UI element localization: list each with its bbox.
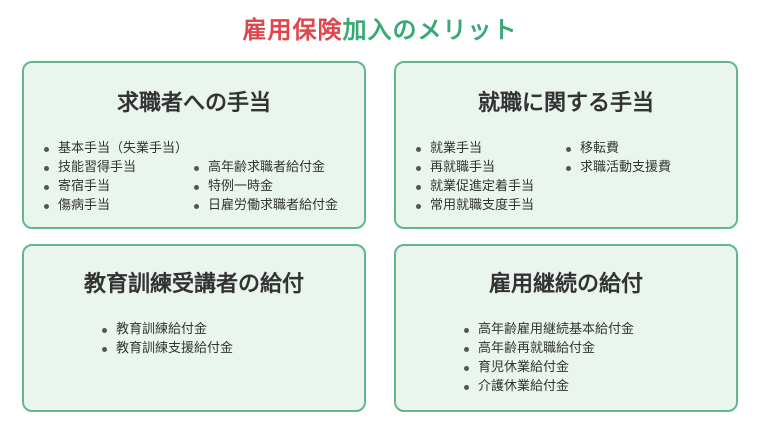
- item-list-left: 就業手当 再就職手当 就業促進定着手当 常用就職支度手当: [414, 139, 534, 215]
- list-item: 常用就職支度手当: [414, 196, 534, 215]
- card-heading: 雇用継続の給付: [488, 272, 643, 297]
- list-item: 再就職手当: [414, 158, 534, 177]
- list-item: 介護休業給付金: [462, 377, 634, 396]
- list-item: 高年齢雇用継続基本給付金: [462, 320, 634, 339]
- list-item: 特例一時金: [192, 177, 338, 196]
- item-list: 高年齢雇用継続基本給付金 高年齢再就職給付金 育児休業給付金 介護休業給付金: [462, 320, 634, 396]
- card-employment-continuation-benefit: 雇用継続の給付 高年齢雇用継続基本給付金 高年齢再就職給付金 育児休業給付金 介…: [394, 244, 738, 412]
- list-item: 求職活動支援費: [564, 158, 671, 177]
- list-item: 基本手当（失業手当）: [42, 139, 188, 158]
- list-item: 移転費: [564, 139, 671, 158]
- list-item: 傷病手当: [42, 196, 188, 215]
- item-list-right: 移転費 求職活動支援費: [564, 139, 671, 177]
- list-item: 技能習得手当: [42, 158, 188, 177]
- list-item: 高年齢再就職給付金: [462, 339, 634, 358]
- card-education-training-benefit: 教育訓練受講者の給付 教育訓練給付金 教育訓練支援給付金: [22, 244, 366, 412]
- list-item: 教育訓練給付金: [100, 320, 233, 339]
- page-title: 雇用保険加入のメリット: [0, 14, 760, 46]
- list-item: 育児休業給付金: [462, 358, 634, 377]
- title-highlight: 雇用保険: [242, 16, 343, 44]
- item-list: 教育訓練給付金 教育訓練支援給付金: [100, 320, 233, 358]
- item-list-left: 基本手当（失業手当） 技能習得手当 寄宿手当 傷病手当: [42, 139, 188, 215]
- item-list-right: 高年齢求職者給付金 特例一時金 日雇労働求職者給付金: [192, 158, 338, 215]
- list-item: 高年齢求職者給付金: [192, 158, 338, 177]
- title-rest: 加入のメリット: [342, 16, 518, 44]
- card-heading: 求職者への手当: [116, 91, 271, 116]
- list-item: 就業手当: [414, 139, 534, 158]
- card-heading: 教育訓練受講者の給付: [83, 272, 304, 297]
- list-item: 日雇労働求職者給付金: [192, 196, 338, 215]
- card-employment-allowance: 就職に関する手当 就業手当 再就職手当 就業促進定着手当 常用就職支度手当 移転…: [394, 61, 738, 229]
- list-item: 教育訓練支援給付金: [100, 339, 233, 358]
- card-jobseeker-allowance: 求職者への手当 基本手当（失業手当） 技能習得手当 寄宿手当 傷病手当 高年齢求…: [22, 61, 366, 229]
- list-item: 寄宿手当: [42, 177, 188, 196]
- card-heading: 就職に関する手当: [477, 91, 654, 116]
- list-item: 就業促進定着手当: [414, 177, 534, 196]
